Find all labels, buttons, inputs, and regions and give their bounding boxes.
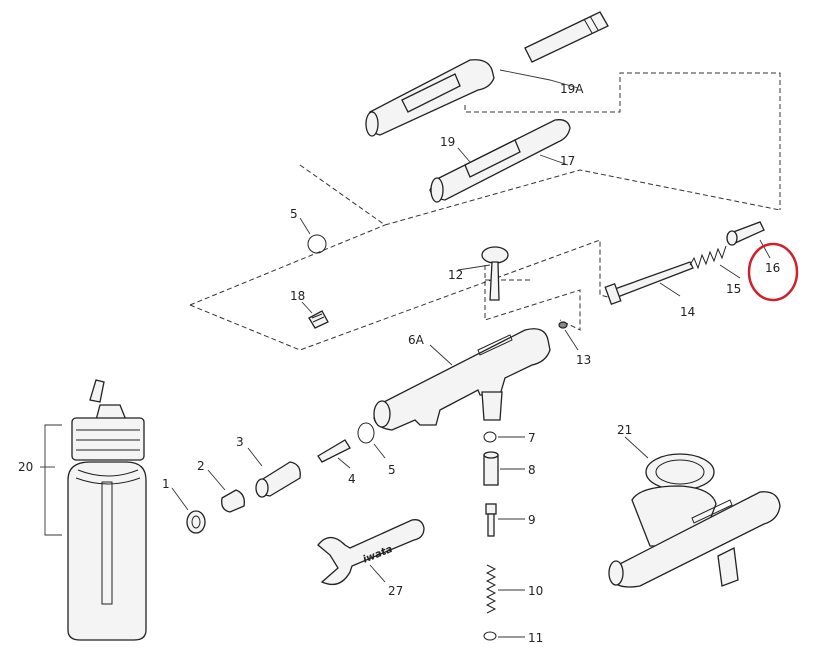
part-2-needle-cap bbox=[221, 489, 245, 513]
label-6A: 6A bbox=[408, 333, 425, 347]
label-27: 27 bbox=[388, 584, 403, 598]
label-19A: 19A bbox=[560, 82, 584, 96]
highlight-circle-16 bbox=[747, 242, 799, 302]
part-13-spring-guide bbox=[558, 321, 568, 329]
part-1-crown-cap bbox=[186, 510, 206, 534]
part-7-washer bbox=[483, 431, 497, 443]
part-20-bracket bbox=[44, 424, 62, 536]
part-21-cup-body bbox=[608, 453, 781, 588]
part-3-nozzle-cap bbox=[255, 461, 301, 498]
label-7: 7 bbox=[528, 431, 536, 445]
label-17: 17 bbox=[560, 154, 575, 168]
leader-lines bbox=[40, 69, 771, 638]
label-4: 4 bbox=[348, 472, 356, 486]
part-15-spring bbox=[689, 245, 727, 270]
label-3: 3 bbox=[236, 435, 244, 449]
part-19-handle bbox=[429, 119, 571, 203]
part-5-oring-mid bbox=[357, 422, 375, 444]
part-5-oring-top bbox=[307, 234, 327, 254]
label-20: 20 bbox=[18, 460, 33, 474]
label-19: 19 bbox=[440, 135, 455, 149]
label-9: 9 bbox=[528, 513, 536, 527]
part-20-bottle bbox=[67, 379, 147, 641]
label-15: 15 bbox=[726, 282, 741, 296]
label-10: 10 bbox=[528, 584, 543, 598]
label-13: 13 bbox=[576, 353, 591, 367]
assembly-guide-lines bbox=[189, 72, 781, 351]
label-1: 1 bbox=[162, 477, 170, 491]
label-14: 14 bbox=[680, 305, 695, 319]
label-16: 16 bbox=[765, 261, 780, 275]
part-14-needle-chuck bbox=[604, 261, 694, 306]
label-21: 21 bbox=[617, 423, 632, 437]
part-27-wrench: iwata bbox=[317, 519, 425, 586]
label-11: 11 bbox=[528, 631, 543, 645]
label-2: 2 bbox=[197, 459, 205, 473]
part-19A-handle bbox=[365, 11, 609, 137]
part-16-spring-case bbox=[726, 221, 765, 246]
label-12: 12 bbox=[448, 268, 463, 282]
part-12-trigger bbox=[481, 246, 509, 301]
label-18: 18 bbox=[290, 289, 305, 303]
label-5-mid: 5 bbox=[388, 463, 396, 477]
part-18-cap bbox=[308, 310, 329, 329]
part-11-oring bbox=[483, 631, 497, 641]
label-5-top: 5 bbox=[290, 207, 298, 221]
label-8: 8 bbox=[528, 463, 536, 477]
part-9-valve-stem bbox=[485, 503, 497, 537]
part-4-nozzle bbox=[317, 439, 351, 463]
part-10-valve-spring bbox=[485, 564, 497, 614]
part-6A-body bbox=[373, 328, 551, 431]
part-8-valve-body bbox=[483, 451, 499, 486]
part-labels: 19A 19 17 5 12 18 16 15 14 13 6A 7 8 9 1… bbox=[18, 82, 780, 645]
